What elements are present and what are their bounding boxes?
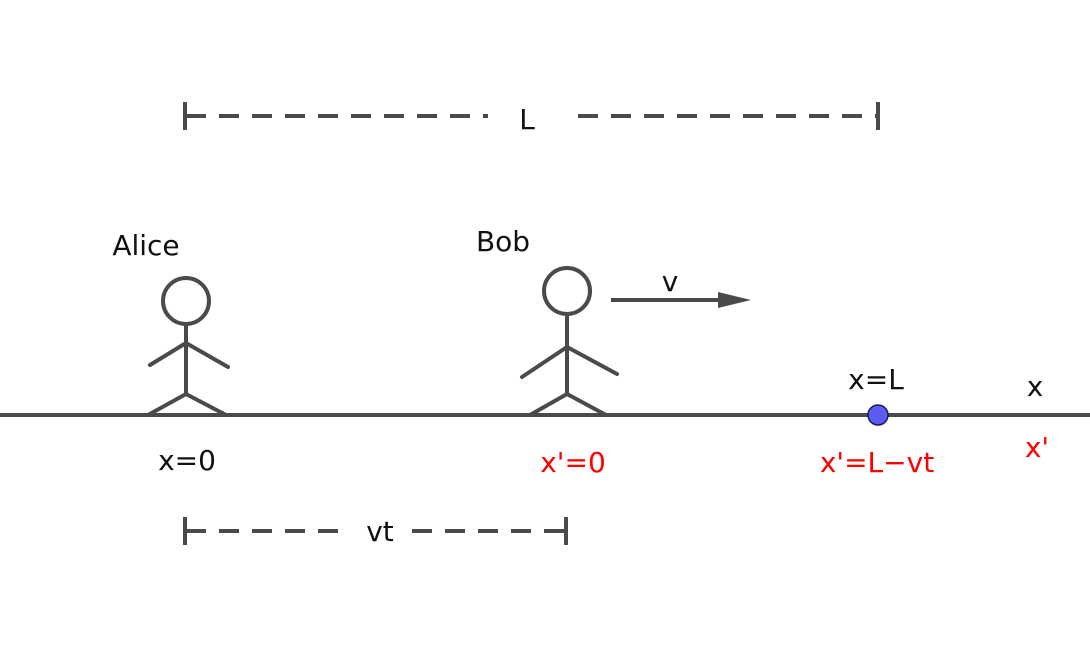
alice-head	[161, 276, 211, 326]
alice-left-leg	[146, 392, 188, 417]
bob-left-arm	[520, 345, 569, 379]
point-x-L	[867, 404, 889, 426]
alice-right-arm	[184, 341, 230, 369]
axis-x-prime-label: x'	[1025, 431, 1049, 464]
point-x-L-label: x=L	[848, 363, 904, 396]
alice-position-label: x=0	[158, 444, 216, 477]
velocity-arrow	[611, 292, 751, 308]
bob-label: Bob	[476, 225, 530, 258]
bob-right-leg	[565, 392, 608, 417]
length-dimension: L	[183, 102, 880, 136]
bob-right-arm	[565, 345, 619, 376]
length-label: L	[519, 103, 535, 136]
alice-right-leg	[184, 392, 228, 417]
displacement-dimension: vt	[183, 515, 568, 548]
point-x-prime-label: x'=L−vt	[820, 446, 934, 479]
axis-x-label: x	[1027, 370, 1044, 403]
displacement-label: vt	[366, 515, 394, 548]
alice-label: Alice	[112, 229, 179, 262]
velocity-arrowhead	[718, 292, 751, 308]
bob-position-label: x'=0	[540, 446, 606, 479]
bob-left-leg	[528, 392, 569, 417]
velocity-label: v	[662, 265, 679, 298]
alice-figure	[146, 276, 230, 417]
bob-head	[542, 266, 592, 316]
bob-figure	[520, 266, 619, 417]
alice-left-arm	[148, 341, 188, 367]
